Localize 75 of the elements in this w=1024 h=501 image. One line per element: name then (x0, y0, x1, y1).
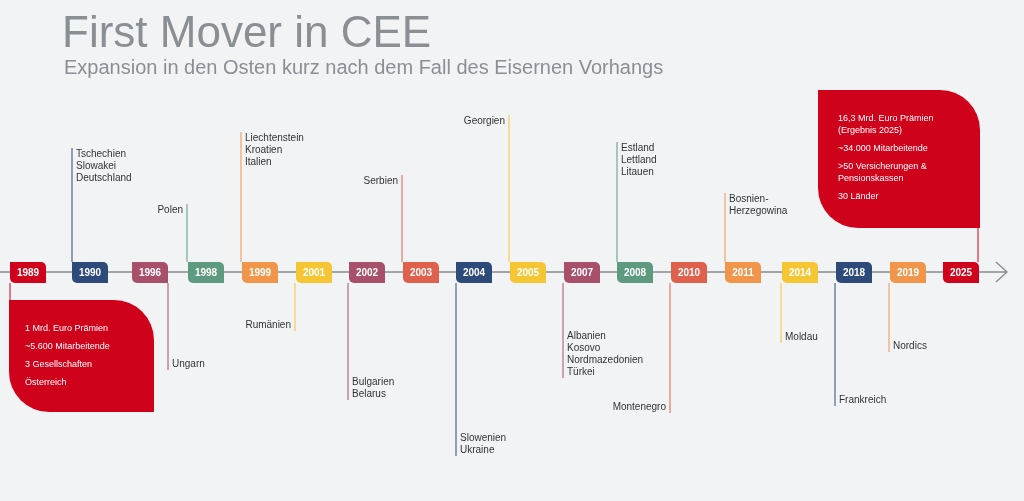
year-tag: 1998 (188, 262, 224, 283)
info-text: Österreich (25, 376, 68, 388)
leader-line (508, 114, 510, 263)
leader-line (186, 203, 188, 263)
info-text: >50 Versicherungen & Pensionskassen (838, 160, 928, 184)
info-text: ~34.000 Mitarbeitende (838, 142, 929, 154)
country-name: Türkei (567, 366, 596, 378)
country-name: Nordics (893, 340, 927, 352)
title: First Mover in CEE (62, 6, 432, 58)
leader-line (294, 282, 296, 332)
country-name: Serbien (363, 175, 398, 187)
country-name: Nordmazedonien (567, 354, 644, 366)
year-tag: 2001 (296, 262, 332, 283)
country-name: Bosnien-Herzegowina (729, 193, 789, 217)
info-text: 3 Gesellschaften (25, 358, 94, 370)
year-tag: 2005 (510, 262, 546, 283)
country-name: Belarus (352, 388, 387, 400)
country-name: Ukraine (460, 444, 496, 456)
leader-line (834, 282, 836, 407)
leader-line (616, 141, 618, 263)
leader-line (455, 282, 457, 457)
year-tag: 2008 (617, 262, 653, 283)
country-name: Georgien (463, 115, 505, 127)
year-tag: 2010 (671, 262, 707, 283)
info-text: 1 Mrd. Euro Prämien (25, 322, 110, 334)
country-name: Albanien (567, 330, 607, 342)
year-tag: 2011 (725, 262, 761, 283)
country-name: Italien (245, 156, 273, 168)
year-tag: 2014 (782, 262, 818, 283)
leader-line (888, 282, 890, 353)
country-name: Slowakei (76, 160, 118, 172)
country-name: Kroatien (245, 144, 284, 156)
leader-line (401, 174, 403, 263)
leader-line (347, 282, 349, 401)
leader-line (167, 282, 169, 371)
country-name: Frankreich (839, 394, 887, 406)
year-tag: 2004 (456, 262, 492, 283)
leader-line (669, 282, 671, 414)
year-tag: 1990 (72, 262, 108, 283)
year-tag: 2019 (890, 262, 926, 283)
year-tag: 1999 (242, 262, 278, 283)
country-name: Lettland (621, 154, 657, 166)
year-tag: 2025 (943, 262, 979, 283)
info-text: 30 Länder (838, 190, 880, 202)
country-name: Bulgarien (352, 376, 395, 388)
country-name: Slowenien (460, 432, 507, 444)
leader-line (562, 282, 564, 379)
year-tag: 2003 (403, 262, 439, 283)
leader-line (9, 282, 11, 301)
year-tag: 2018 (836, 262, 872, 283)
country-name: Ungarn (172, 358, 205, 370)
year-tag: 1996 (132, 262, 168, 283)
info-card (9, 300, 154, 412)
country-name: Kosovo (567, 342, 602, 354)
info-text: ~5.600 Mitarbeitende (25, 340, 111, 352)
country-name: Rumänien (245, 319, 291, 331)
leader-line (724, 192, 726, 263)
subtitle: Expansion in den Osten kurz nach dem Fall des Eisernen Vorhangs (64, 56, 664, 79)
country-name: Litauen (621, 166, 655, 178)
country-name: Deutschland (76, 172, 132, 184)
country-name: Estland (621, 142, 656, 154)
country-name: Tschechien (76, 148, 128, 160)
year-tag: 2007 (564, 262, 600, 283)
country-name: Liechtenstein (245, 132, 304, 144)
country-name: Montenegro (612, 401, 666, 413)
country-name: Polen (157, 204, 183, 216)
leader-line (71, 147, 73, 263)
info-card (818, 90, 980, 228)
leader-line (780, 282, 782, 344)
leader-line (977, 227, 979, 263)
info-text: 16,3 Mrd. Euro Prämien (Ergebnis 2025) (838, 112, 935, 136)
year-tag: 2002 (349, 262, 385, 283)
leader-line (240, 131, 242, 263)
year-tag: 1989 (10, 262, 46, 283)
country-name: Moldau (785, 331, 818, 343)
